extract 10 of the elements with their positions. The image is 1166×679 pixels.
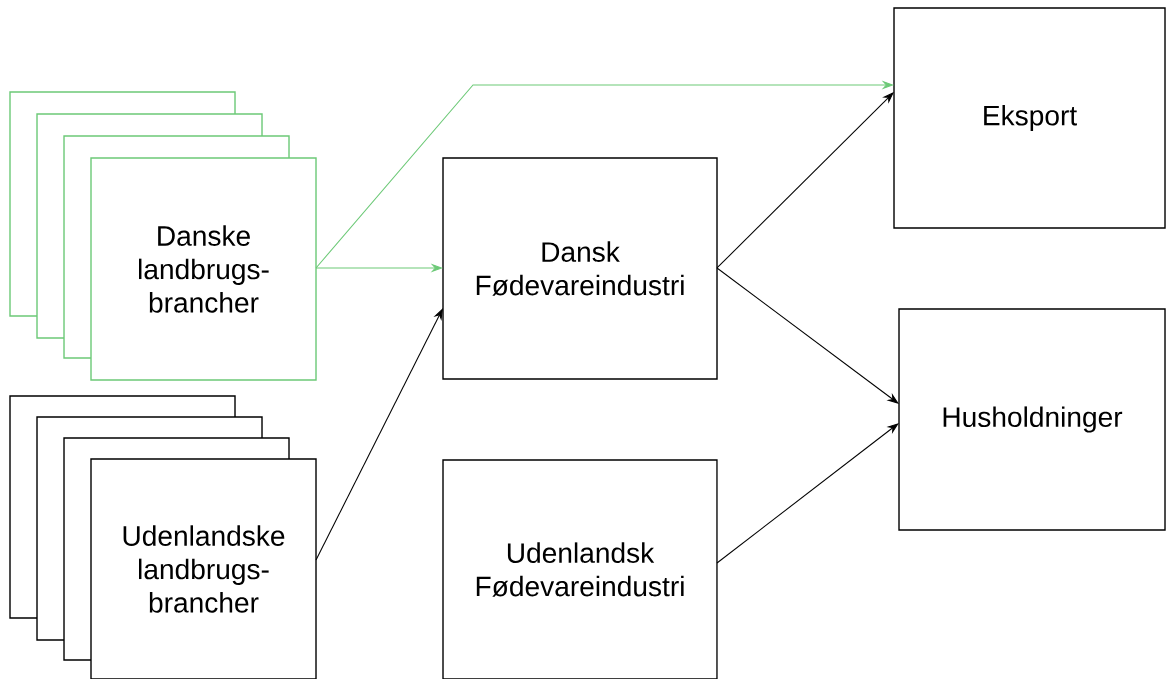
process-box: Dansk Fødevareindustri: [442, 157, 718, 380]
process-box: Udenlandske landbrugs-brancher: [90, 458, 317, 679]
arrow: [716, 92, 894, 269]
arrow: [315, 308, 443, 561]
process-box: Danske landbrugs-brancher: [90, 157, 317, 381]
process-box: Udenlandsk Fødevareindustri: [442, 459, 718, 679]
arrow: [716, 267, 899, 404]
arrow: [716, 423, 899, 564]
process-box: Eksport: [893, 7, 1166, 229]
process-box: Husholdninger: [898, 308, 1166, 531]
